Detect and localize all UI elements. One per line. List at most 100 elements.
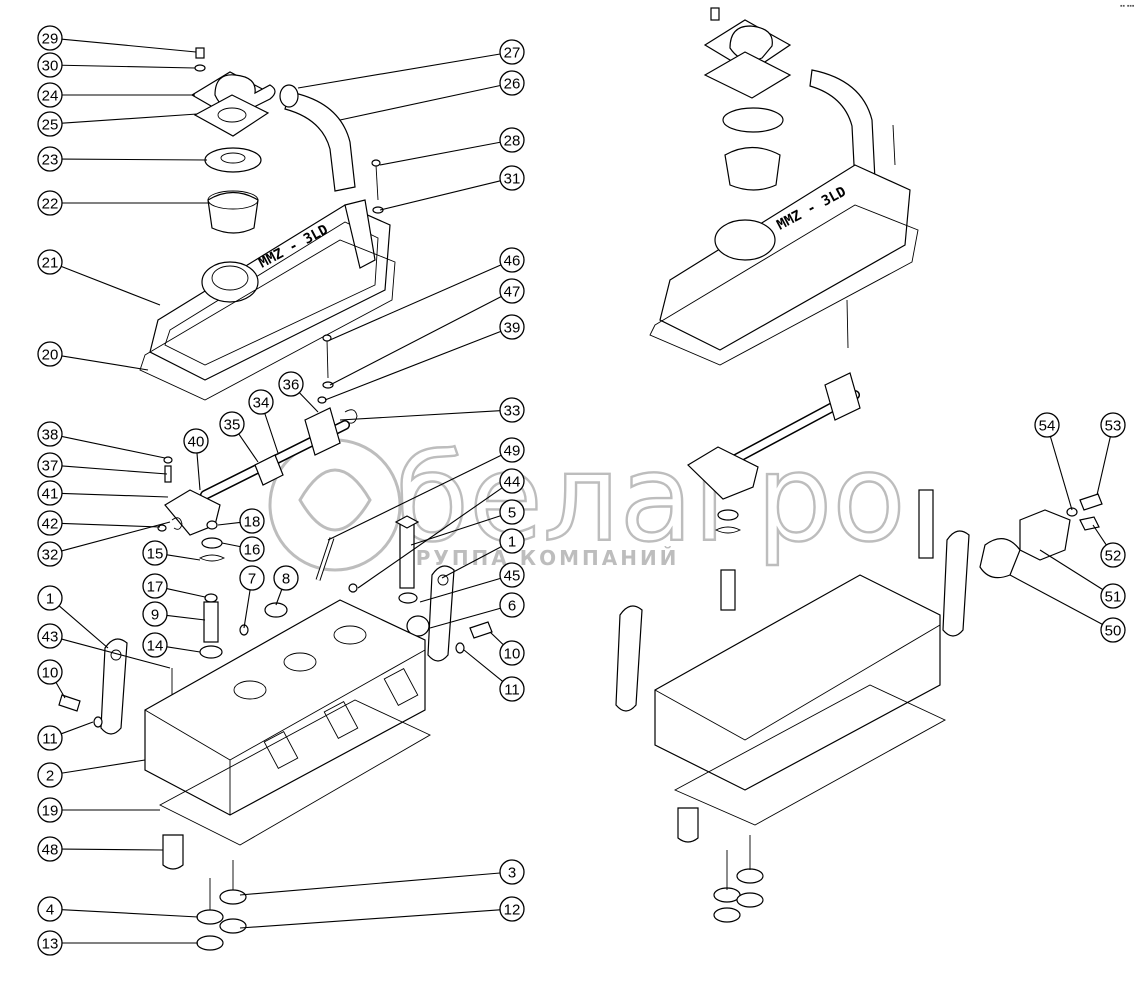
callout-51: 51 xyxy=(1039,549,1126,609)
callout-6: 6 xyxy=(429,592,525,629)
callout-25: 25 xyxy=(37,111,198,137)
bracket-washer-left xyxy=(93,716,103,728)
callout-5: 5 xyxy=(410,499,525,546)
callout-number: 32 xyxy=(42,547,59,564)
callout-1: 1 xyxy=(441,528,525,579)
callout-22: 22 xyxy=(37,190,210,216)
callout-leader xyxy=(1092,524,1107,546)
watermark: белагро ГРУППА КОМПАНИЙ xyxy=(268,429,907,572)
bracket-bolt-right xyxy=(469,621,493,639)
callout-number: 39 xyxy=(504,320,521,337)
valve-spring xyxy=(198,554,226,562)
callout-43: 43 xyxy=(37,623,171,669)
callout-circle xyxy=(37,52,63,78)
callout-circle xyxy=(37,452,63,478)
callout-number: 11 xyxy=(42,731,58,748)
callout-circle xyxy=(37,585,63,611)
callout-number: 45 xyxy=(504,568,521,585)
callout-circle xyxy=(499,468,525,494)
head-bolt-head xyxy=(394,515,420,529)
callout-leader xyxy=(379,141,501,166)
callout-11: 11 xyxy=(463,649,525,702)
cover-stud-head xyxy=(371,159,381,167)
adapter-flange xyxy=(1019,509,1071,561)
callout-number: 44 xyxy=(504,474,521,491)
right-head-bolt xyxy=(918,489,934,559)
right-head-gasket xyxy=(673,684,946,826)
callout-leader xyxy=(238,433,259,463)
callout-23: 23 xyxy=(37,146,208,172)
right-lifting-bracket-rear xyxy=(942,530,970,637)
right-cover-bolt xyxy=(846,299,849,349)
seal-ring xyxy=(206,520,218,530)
callout-2: 2 xyxy=(37,759,146,788)
callout-number: 15 xyxy=(147,546,164,563)
callout-38: 38 xyxy=(37,421,166,459)
right-valve-cover xyxy=(659,164,911,351)
callout-leader xyxy=(410,515,501,546)
head-window-2 xyxy=(323,700,359,740)
watermark-brand: белагро xyxy=(395,430,906,569)
head-gasket xyxy=(159,699,431,846)
bracket-washer-right xyxy=(455,642,465,654)
callout-number: 2 xyxy=(46,768,54,785)
callout-leader xyxy=(221,542,241,548)
callout-circle xyxy=(37,930,63,956)
head-port-3 xyxy=(333,625,367,645)
plug-44 xyxy=(348,583,358,593)
callout-leader xyxy=(61,113,198,124)
lifting-bracket-right-hole xyxy=(437,574,449,586)
valve-seat-insert xyxy=(196,909,224,925)
callout-leader xyxy=(60,265,161,306)
callout-42: 42 xyxy=(37,510,161,536)
valve-cover-filler-bore xyxy=(211,265,249,291)
callout-circle xyxy=(37,797,63,823)
cover-bolt-head xyxy=(322,334,332,342)
callout-circle xyxy=(37,762,63,788)
callout-circle xyxy=(1100,412,1126,438)
callout-number: 12 xyxy=(504,902,521,919)
right-spring-retainer xyxy=(717,509,739,521)
callout-leader xyxy=(166,614,206,621)
right-valve-seat-left xyxy=(713,907,741,923)
callout-leader xyxy=(239,872,501,896)
left-assembly: MMZ - 3LD xyxy=(58,47,493,951)
callout-leader xyxy=(61,465,168,475)
head-window-1 xyxy=(263,730,299,770)
callout-number: 9 xyxy=(151,607,159,624)
callout-13: 13 xyxy=(37,930,198,956)
callout-leader xyxy=(61,522,161,528)
callout-leader xyxy=(329,264,502,341)
right-assembly: MMZ - 3LD xyxy=(615,7,1103,923)
callout-circle xyxy=(239,508,265,534)
callout-number: 30 xyxy=(42,58,59,75)
right-cylinder-head-edge xyxy=(654,624,941,741)
callout-circle xyxy=(499,592,525,618)
callout-circle xyxy=(142,540,168,566)
head-bolt-washer xyxy=(398,592,418,604)
callout-circle xyxy=(142,601,168,627)
callout-number: 34 xyxy=(253,395,270,412)
valve-cover-filler-port xyxy=(201,261,259,303)
cover-bolt-seal xyxy=(317,396,327,404)
callout-circle xyxy=(499,397,525,423)
callout-33: 33 xyxy=(339,397,525,423)
callout-number: 10 xyxy=(42,665,59,682)
callout-circle xyxy=(499,499,525,525)
callout-29: 29 xyxy=(37,25,197,53)
filter-element-top xyxy=(207,190,259,210)
right-filter-ring xyxy=(722,107,784,133)
adapter-gasket xyxy=(979,538,1021,579)
callout-52: 52 xyxy=(1092,524,1126,568)
callout-leader xyxy=(61,492,169,498)
callout-leader xyxy=(61,435,166,459)
callout-circle xyxy=(239,565,265,591)
callout-circle xyxy=(37,836,63,862)
right-cylinder-head xyxy=(654,574,941,791)
right-valve-guide-48 xyxy=(677,807,699,843)
callout-number: 3 xyxy=(508,865,516,882)
rocker-washer xyxy=(157,524,167,532)
callout-46: 46 xyxy=(329,247,525,341)
